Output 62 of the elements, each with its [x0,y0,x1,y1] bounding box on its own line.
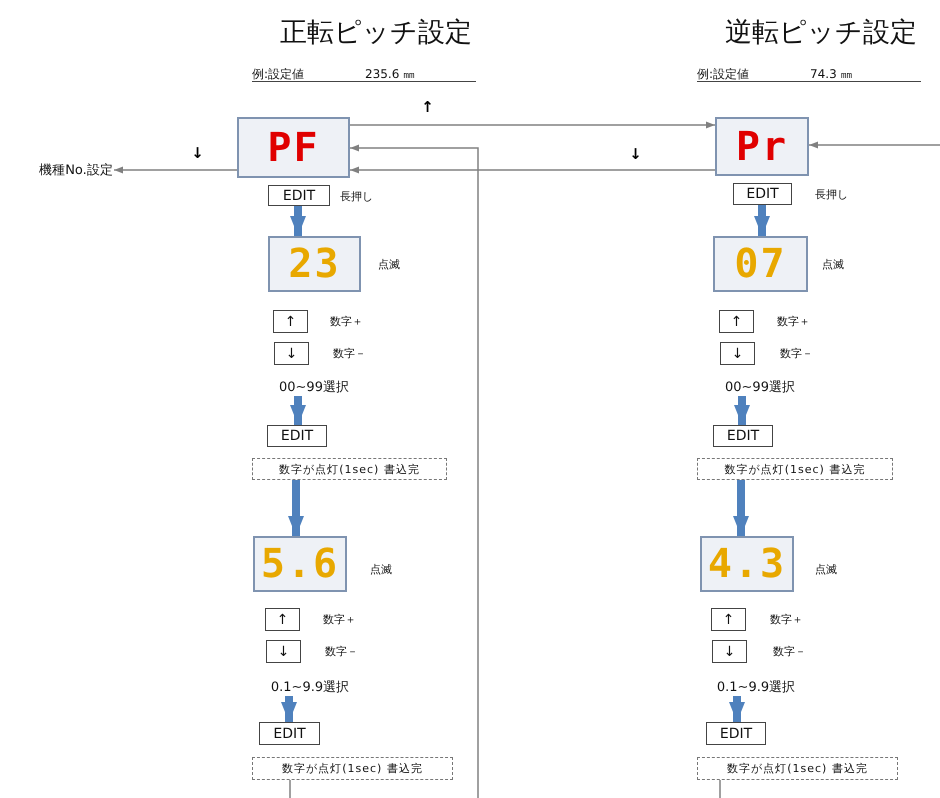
side-note: 数字－ [773,644,806,659]
arrow [350,166,715,174]
key-button: ↓ [266,640,301,663]
example-label: 例:設定値 [252,66,304,83]
key-button: EDIT [733,183,792,205]
example-label: 例:設定値 [697,66,750,83]
example-value: 235.6 ㎜ [365,66,416,83]
seven-segment-display: 4.3 [700,536,794,592]
key-button: ↑ [273,310,308,333]
status-note: 数字が点灯(1sec) 書込完 [252,458,447,480]
side-note: 数字－ [780,346,813,361]
heading: 逆転ピッチ設定 [725,16,917,50]
side-note: 数字－ [325,644,358,659]
side-note: 数字＋ [323,612,356,627]
key-button: ↑ [265,608,300,631]
arrow [350,122,715,128]
arrow [288,480,304,536]
seven-segment-display: 5.6 [253,536,347,592]
key-button: ↓ [274,342,309,365]
side-note: 点滅 [378,257,400,272]
side-note: 数字＋ [330,314,363,329]
side-note: 長押し [340,189,373,204]
node-text: 00~99選択 [716,378,804,396]
side-note: 点滅 [370,562,392,577]
node-text: 0.1~9.9選択 [262,678,358,696]
seven-segment-display: 23 [268,236,361,292]
side-note: 長押し [815,187,848,202]
arrow [754,205,770,236]
key-button: EDIT [259,722,320,745]
arrow [350,144,479,798]
arrow [290,396,306,425]
key-button: EDIT [267,425,327,447]
node-text: 0.1~9.9選択 [708,678,804,696]
seven-segment-display: 07 [713,236,808,292]
side-note: 点滅 [822,257,844,272]
key-button: ↓ [720,342,755,365]
status-note: 数字が点灯(1sec) 書込完 [697,458,893,480]
side-note: 数字－ [333,346,366,361]
status-note: 数字が点灯(1sec) 書込完 [252,757,453,780]
arrow [734,396,750,425]
arrow [809,142,940,148]
arrow [281,696,297,722]
key-button: ↑ [711,608,746,631]
side-note: 点滅 [815,562,837,577]
arrow [290,206,306,236]
key-button: EDIT [713,425,773,447]
key-button: EDIT [268,185,330,206]
side-note: 数字＋ [777,314,810,329]
arrow [733,480,749,536]
key-button: ↑ [719,310,754,333]
seven-segment-display: Pr [715,117,809,176]
key-button: ↓ [712,640,747,663]
side-note: 数字＋ [770,612,803,627]
node-text: 機種No.設定 [38,160,114,180]
example-value: 74.3 ㎜ [810,66,853,83]
key-button: EDIT [706,722,766,745]
arrow [114,166,237,174]
seven-segment-display: PF [237,117,350,178]
status-note: 数字が点灯(1sec) 書込完 [697,757,898,780]
arrow [729,696,745,722]
node-text: 00~99選択 [270,378,358,396]
heading: 正転ピッチ設定 [280,16,472,50]
